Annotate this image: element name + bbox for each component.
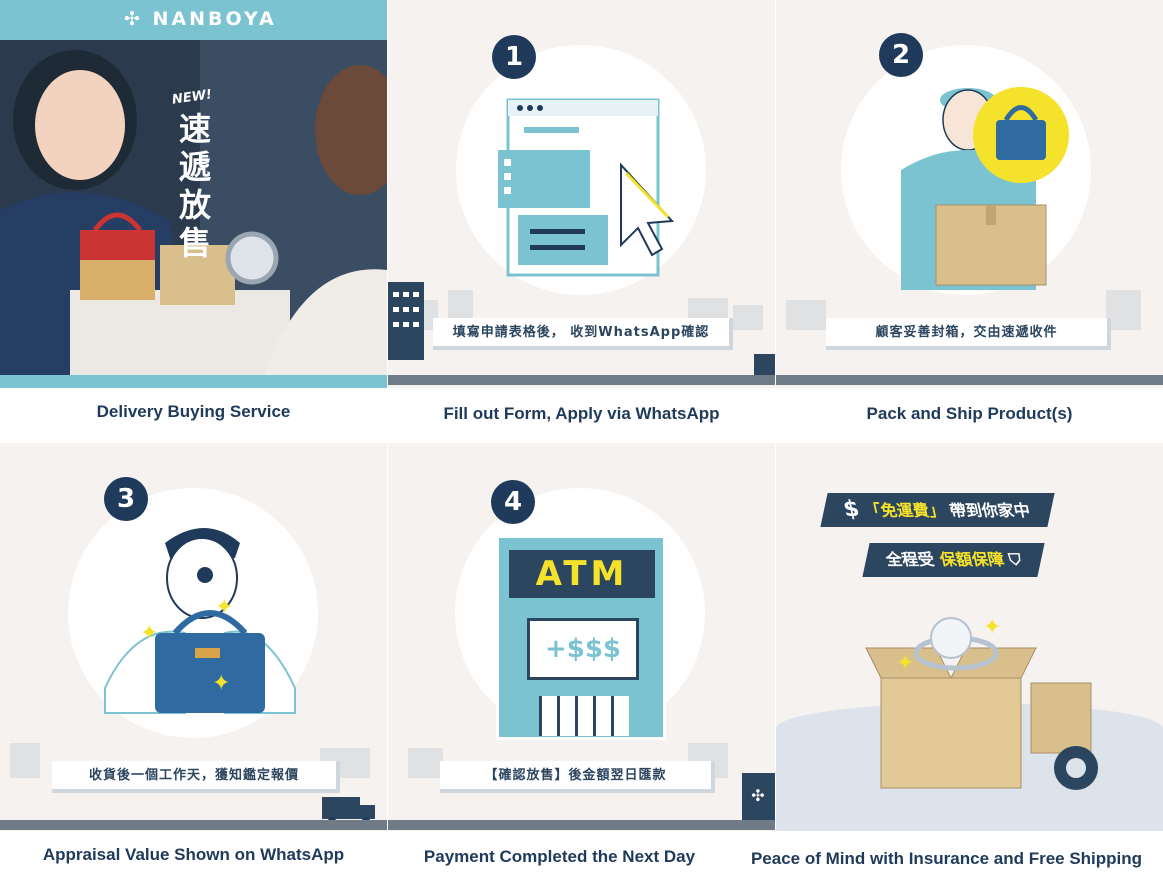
appraiser-illustration (104, 528, 296, 714)
building-logo-icon: ✣ (742, 773, 775, 823)
caption-step-2: Pack and Ship Product(s) (866, 404, 1073, 423)
step-banner: 顧客妥善封箱，交由速遞收件 (826, 318, 1111, 350)
sparkle-icon: ✦ (896, 651, 915, 676)
step-badge: 3 (104, 477, 148, 521)
hero-title-char: 放 (178, 186, 211, 224)
free-shipping-ribbon: $ 「免運費」 帶到你家中 (820, 493, 1055, 527)
step-3-panel: 3 ✦ ✦ ✦ 收貨後一個工作天，獲知鑑定報價 (0, 443, 387, 831)
road (776, 375, 1163, 385)
perks-panel: $ 「免運費」 帶到你家中 全程受 保額保障 ⛉ ✦ ✦ (776, 443, 1163, 831)
caption-step-1: Fill out Form, Apply via WhatsApp (443, 404, 720, 423)
free-shipping-highlight: 「免運費」 (862, 501, 947, 520)
road (388, 820, 775, 830)
step-4-panel: 4 ATM +$$$ 【確認放售】後金額翌日匯款 ✣ (388, 443, 775, 831)
truck-icon (754, 354, 775, 376)
sparkle-icon: ✦ (983, 615, 1002, 640)
browser-form-icon (498, 98, 675, 277)
insurance-ribbon: 全程受 保額保障 ⛉ (862, 543, 1045, 577)
brand-name: NANBOYA (152, 8, 277, 30)
hero-title-char: 速 (178, 110, 211, 148)
brand-logo: ✣ NANBOYA (124, 8, 277, 30)
sparkle-icon: ✦ (140, 621, 159, 646)
caption-step-3: Appraisal Value Shown on WhatsApp (42, 845, 345, 864)
caption-step-4: Payment Completed the Next Day (423, 847, 696, 866)
atm-label: ATM (535, 554, 629, 594)
hero-photo (0, 0, 387, 388)
hero-panel: ✣ NANBOYA NEW! 速 遞 放 售 (0, 0, 387, 388)
step-badge: 1 (492, 35, 536, 79)
logo-icon: ✣ (124, 8, 143, 30)
road (388, 375, 775, 385)
step-badge: 4 (491, 480, 535, 524)
insurance-highlight: 保額保障 (937, 550, 1006, 569)
step-banner: 【確認放售】後金額翌日匯款 (440, 761, 715, 793)
caption-step-5: Peace of Mind with Insurance and Free Sh… (750, 849, 1143, 868)
hero-title: 速 遞 放 售 (175, 110, 215, 262)
courier-illustration (901, 87, 1069, 290)
atm-keypad (539, 696, 629, 736)
step-banner: 填寫申請表格後， 收到WhatsApp確認 (433, 318, 733, 350)
skyline (786, 290, 1141, 330)
step-banner: 收貨後一個工作天，獲知鑑定報價 (52, 761, 340, 793)
step-badge: 2 (879, 33, 923, 77)
road (0, 820, 387, 830)
step-1-panel: 1 填寫申請表格後， 收到WhatsApp確認 (388, 0, 775, 388)
step-2-panel: 2 顧客妥善封箱，交由速遞收件 (776, 0, 1163, 388)
atm-machine: ATM +$$$ (496, 535, 666, 740)
free-shipping-text: 帶到你家中 (948, 501, 1033, 520)
hero-title-char: 售 (178, 224, 211, 262)
svg-text:✣: ✣ (751, 786, 764, 805)
truck-icon (322, 797, 375, 825)
atm-header: ATM (509, 550, 655, 598)
atm-screen: +$$$ (527, 618, 639, 680)
shield-check-icon: ⛉ (1007, 550, 1024, 569)
parcel-ring-illustration (865, 617, 1098, 790)
caption-step-0: Delivery Buying Service (96, 402, 291, 421)
atm-screen-text: +$$$ (544, 634, 622, 664)
insurance-text: 全程受 (883, 550, 936, 569)
building-icon (388, 282, 424, 360)
sparkle-icon: ✦ (215, 595, 234, 620)
sparkle-icon: ✦ (212, 671, 231, 696)
hero-title-char: 遞 (178, 148, 211, 186)
dollar-icon: $ (841, 497, 862, 522)
